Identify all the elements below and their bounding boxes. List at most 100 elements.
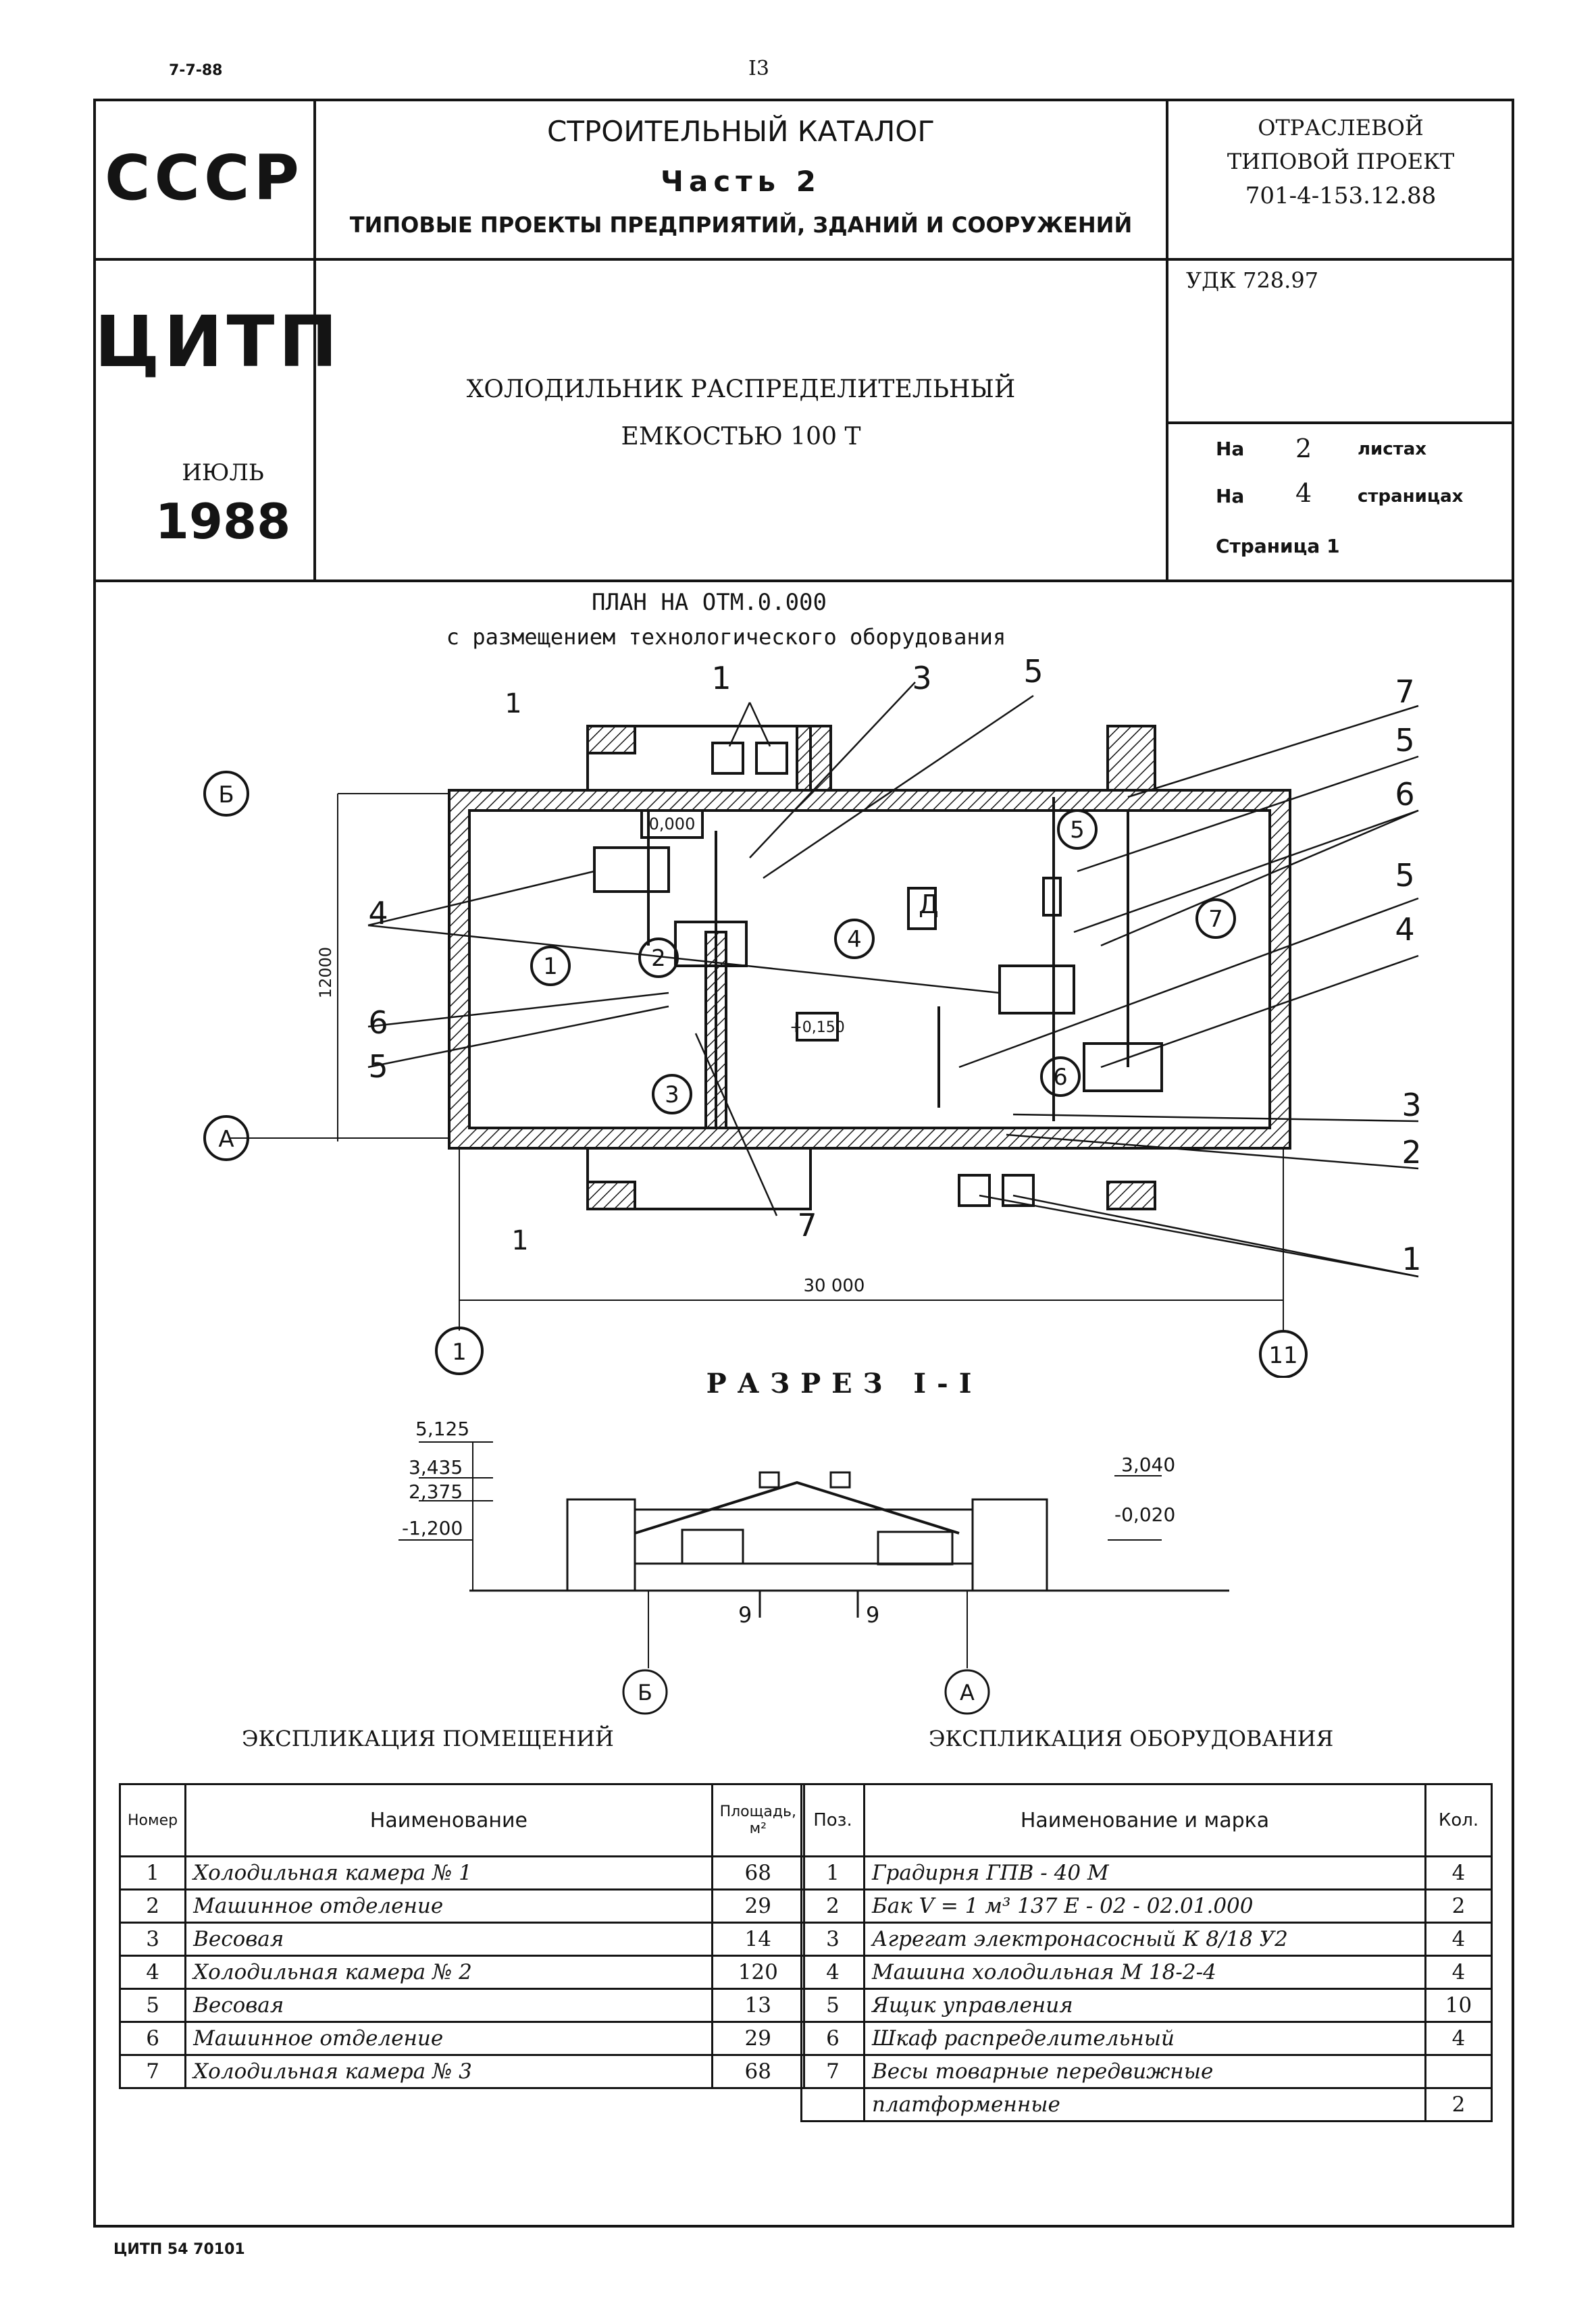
equipment-name: Машина холодильная М 18-2-4 <box>863 1955 1426 1990</box>
equipment-qty: 10 <box>1424 1988 1493 2023</box>
axis-a-section-label: А <box>960 1680 975 1705</box>
equipment-name: платформенные <box>863 2087 1426 2122</box>
table-row: 6 Шкаф распределительный 4 <box>800 2021 1493 2056</box>
room-marker <box>652 1074 692 1114</box>
room-number: 4 <box>118 1955 187 1990</box>
equipment-name: Градирня ГПВ - 40 М <box>863 1855 1426 1891</box>
room-area: 29 <box>711 2021 806 2056</box>
axis-b-section-label: Б <box>638 1680 652 1705</box>
level-box <box>640 809 704 839</box>
callout-7-right: 7 <box>1395 673 1414 710</box>
callout-6-right: 6 <box>1395 776 1414 813</box>
table-row: 2 Бак V = 1 м³ 137 Е - 02 - 02.01.000 2 <box>800 1888 1493 1924</box>
object-title-2: ЕМКОСТЬЮ 100 Т <box>621 423 861 451</box>
header-right-divider <box>1166 421 1514 424</box>
room-number: 1 <box>118 1855 187 1891</box>
rooms-table-header: Номер Наименование Площадь, м² <box>118 1783 806 1857</box>
room-marker <box>530 946 571 986</box>
room-7-label: 7 <box>1208 906 1223 933</box>
table-row: 3 Весовая 14 <box>118 1922 806 1957</box>
equipment-pos: 5 <box>800 1988 865 2023</box>
callout-3-right: 3 <box>1401 1087 1421 1123</box>
equipment-qty: 4 <box>1424 1855 1493 1891</box>
room-6-label: 6 <box>1053 1064 1068 1091</box>
axis-a-label: А <box>218 1126 234 1153</box>
callout-6-left: 6 <box>368 1004 388 1041</box>
room-area: 14 <box>711 1922 806 1957</box>
mark-9-right: 9 <box>866 1602 879 1628</box>
dim-depth-label: 12000 <box>316 947 335 998</box>
cooling-tower-icon <box>755 742 788 775</box>
room-area: 13 <box>711 1988 806 2023</box>
page-label: Страница 1 <box>1216 535 1340 557</box>
equipment-pos: 2 <box>800 1888 865 1924</box>
table-row: 6 Машинное отделение 29 <box>118 2021 806 2056</box>
rooms-table: Номер Наименование Площадь, м² 1 Холодил… <box>118 1783 806 2089</box>
object-title-1: ХОЛОДИЛЬНИК РАСПРЕДЕЛИТЕЛЬНЫЙ <box>466 376 1016 403</box>
level-150-label: +0,150 <box>790 1019 844 1036</box>
room-number: 7 <box>118 2054 187 2089</box>
callout-4-left: 4 <box>368 895 388 931</box>
org-label: ЦИТП <box>95 301 342 383</box>
equipment-name: Ящик управления <box>863 1988 1426 2023</box>
level-3040: 3,040 <box>1121 1454 1175 1476</box>
room-number: 5 <box>118 1988 187 2023</box>
equipment-pos <box>800 2087 865 2122</box>
room-name: Холодильная камера № 3 <box>184 2054 713 2089</box>
equipment-qty: 2 <box>1424 1888 1493 1924</box>
callout-1-top: 1 <box>711 660 731 696</box>
roof-fan-icon <box>758 1471 780 1489</box>
section-mark-bottom: 1 <box>511 1225 528 1256</box>
header-bottom <box>93 580 1514 582</box>
cooling-tower-icon <box>1002 1174 1035 1207</box>
pages-count: 4 <box>1295 478 1312 508</box>
machine-icon <box>998 965 1075 1014</box>
room-name: Машинное отделение <box>184 1888 713 1924</box>
right-tower-section <box>971 1498 1048 1592</box>
table-row: 5 Весовая 13 <box>118 1988 806 2023</box>
room-name: Весовая <box>184 1988 713 2023</box>
table-row: 2 Машинное отделение 29 <box>118 1888 806 1924</box>
room-area: 120 <box>711 1955 806 1990</box>
inner-space <box>468 809 1271 1129</box>
project-type-1: ОТРАСЛЕВОЙ <box>1258 115 1424 140</box>
axis-circle-a <box>203 1115 249 1161</box>
room-marker <box>1040 1056 1081 1097</box>
rooms-col-name: Наименование <box>184 1783 713 1857</box>
level-0-label: 0,000 <box>649 815 696 833</box>
callout-5-right: 5 <box>1395 722 1414 759</box>
axis-circle-1 <box>435 1327 484 1375</box>
equipment-table-title: ЭКСПЛИКАЦИЯ ОБОРУДОВАНИЯ <box>929 1726 1334 1751</box>
axis-circle-b-section <box>622 1669 668 1715</box>
room-name: Весовая <box>184 1922 713 1957</box>
callout-5-right-2: 5 <box>1395 857 1414 894</box>
room-name: Машинное отделение <box>184 2021 713 2056</box>
room-4-label: 4 <box>847 926 862 953</box>
level-2375: 2,375 <box>409 1481 463 1503</box>
room-number: 3 <box>118 1922 187 1957</box>
level-minus-0020: -0,020 <box>1114 1503 1175 1526</box>
table-row: платформенные 2 <box>800 2087 1493 2122</box>
header-col-right <box>1166 99 1168 581</box>
axis-circle-a-section <box>944 1669 990 1715</box>
header-divider <box>93 258 1514 261</box>
level-box <box>796 1012 839 1042</box>
equipment-pos: 3 <box>800 1922 865 1957</box>
equipment-pos: 1 <box>800 1855 865 1891</box>
callout-7-bottom: 7 <box>797 1207 817 1243</box>
equipment-qty: 4 <box>1424 2021 1493 2056</box>
room-number: 2 <box>118 1888 187 1924</box>
room-marker <box>1057 809 1098 850</box>
room-area: 68 <box>711 1855 806 1891</box>
axis-1-label: 1 <box>452 1339 467 1366</box>
rooms-col-area: Площадь, м² <box>711 1783 806 1857</box>
table-row: 7 Весы товарные передвижные <box>800 2054 1493 2089</box>
catalog-subtitle: ТИПОВЫЕ ПРОЕКТЫ ПРЕДПРИЯТИЙ, ЗДАНИЙ И СО… <box>349 212 1133 238</box>
equipment-name: Бак V = 1 м³ 137 Е - 02 - 02.01.000 <box>863 1888 1426 1924</box>
room-3-label: 3 <box>665 1081 679 1108</box>
equipment-qty <box>1424 2054 1493 2089</box>
equipment-section <box>877 1531 954 1566</box>
callout-5-top: 5 <box>1023 653 1043 690</box>
machine-icon <box>674 921 748 967</box>
axis-circle-b <box>203 771 249 817</box>
